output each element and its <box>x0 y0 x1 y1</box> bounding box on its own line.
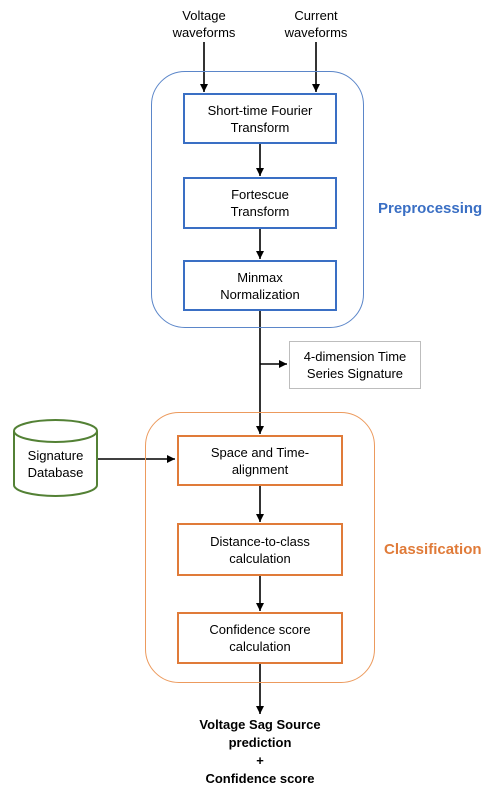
signature-note: 4-dimension Time Series Signature <box>289 341 421 389</box>
database-label: Signature Database <box>27 448 84 480</box>
classification-title: Classification <box>384 541 482 558</box>
output-line-1: Voltage Sag Source <box>199 717 321 732</box>
distance-box: Distance-to-class calculation <box>177 523 343 576</box>
classification-group <box>145 412 375 683</box>
preprocessing-title: Preprocessing <box>378 200 483 217</box>
confidence-box: Confidence score calculation <box>177 612 343 664</box>
output-plus: + <box>256 753 264 768</box>
output-line-2: prediction <box>228 735 292 750</box>
output-line-3: Confidence score <box>205 771 315 786</box>
output-text: Voltage Sag Source prediction + Confiden… <box>150 716 370 788</box>
fortescue-box: Fortescue Transform <box>183 177 337 229</box>
minmax-box: Minmax Normalization <box>183 260 337 311</box>
alignment-box: Space and Time- alignment <box>177 435 343 486</box>
preprocessing-group <box>151 71 364 328</box>
database-cylinder-icon <box>13 419 98 497</box>
input-current-label: Current waveforms <box>284 8 348 40</box>
stft-box: Short-time Fourier Transform <box>183 93 337 144</box>
input-voltage-label: Voltage waveforms <box>172 8 236 40</box>
